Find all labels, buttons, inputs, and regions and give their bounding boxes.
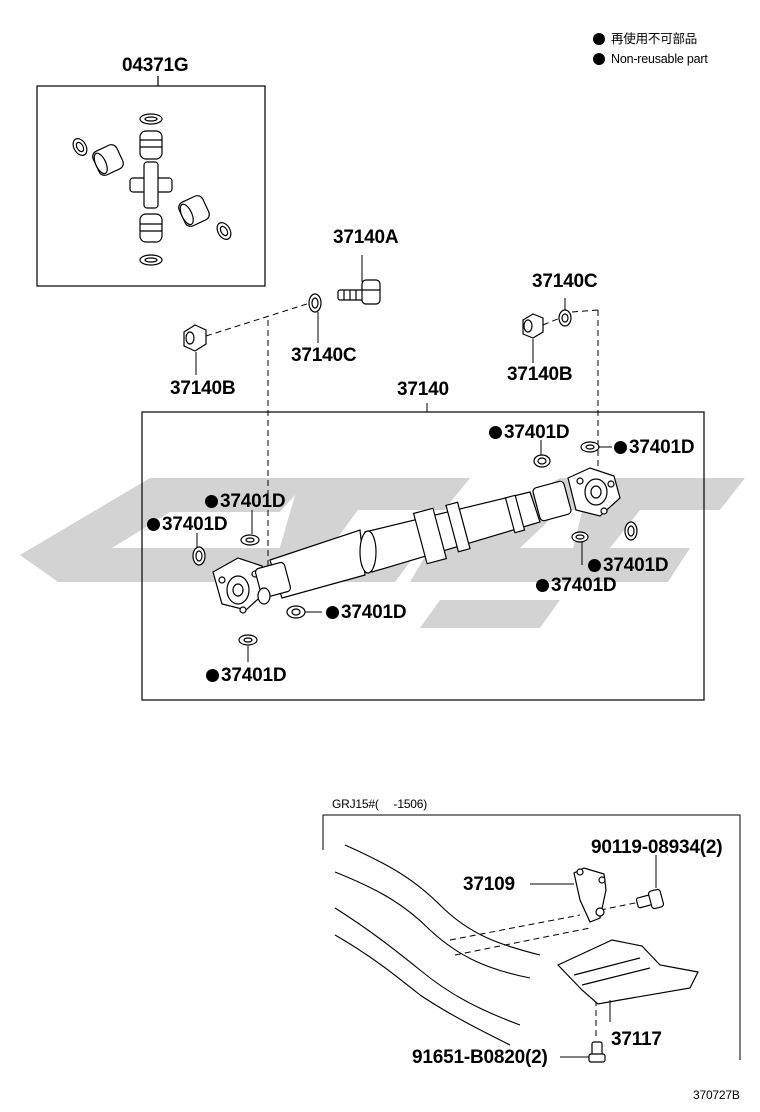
washer-right <box>558 309 572 327</box>
legend-japanese: 再使用不可部品 <box>593 33 697 46</box>
label-bolt: 37140A <box>333 227 399 248</box>
label-snap-ring-5: 37401D <box>588 556 669 575</box>
label-snap-ring-3: 37401D <box>205 492 286 511</box>
bolt-91651 <box>588 1041 606 1063</box>
propeller-shaft <box>212 467 621 614</box>
lower-leaders <box>530 855 657 1058</box>
crossmember-dashed <box>449 901 641 1040</box>
guide-lines <box>205 302 599 592</box>
bolt-90119 <box>635 888 665 910</box>
leader-lines-upper <box>195 255 566 412</box>
label-shaft-assy: 37140 <box>397 379 449 400</box>
washer-left <box>308 293 322 313</box>
label-snap-ring-7: 37401D <box>326 603 407 622</box>
frame-rail <box>334 844 541 1046</box>
label-bracket: 37109 <box>463 874 515 895</box>
bracket-37109 <box>573 867 607 923</box>
cover-37117 <box>556 939 699 1005</box>
label-snap-ring-1: 37401D <box>489 423 570 442</box>
label-cover: 37117 <box>611 1029 662 1050</box>
snap-rings <box>192 441 638 646</box>
label-snap-ring-2: 37401D <box>614 438 695 457</box>
label-nut-left: 37140B <box>170 378 236 399</box>
label-snap-ring-8: 37401D <box>206 666 287 685</box>
label-snap-ring-6: 37401D <box>536 576 617 595</box>
kit-box <box>36 76 266 287</box>
label-bolt-bottom: 91651-B0820(2) <box>412 1047 548 1068</box>
snap-ring-leaders <box>196 440 612 662</box>
nut-left <box>183 324 207 352</box>
label-nut-right: 37140B <box>507 364 573 385</box>
legend-english: Non-reusable part <box>593 53 708 66</box>
label-snap-ring-4: 37401D <box>147 515 228 534</box>
label-kit: 04371G <box>122 55 189 76</box>
label-washer-left: 37140C <box>291 345 357 366</box>
nut-right <box>522 313 544 339</box>
label-washer-right: 37140C <box>532 271 598 292</box>
universal-joint-kit-parts <box>72 113 232 266</box>
shaft-box <box>141 411 705 701</box>
lower-bracket-outline <box>322 814 741 1060</box>
diagram-code: 370727B <box>693 1088 740 1102</box>
label-bolt-lower: 90119-08934(2) <box>591 837 723 858</box>
bolt-37140a <box>337 279 381 305</box>
label-variant-note: GRJ15#( -1506) <box>332 797 428 811</box>
